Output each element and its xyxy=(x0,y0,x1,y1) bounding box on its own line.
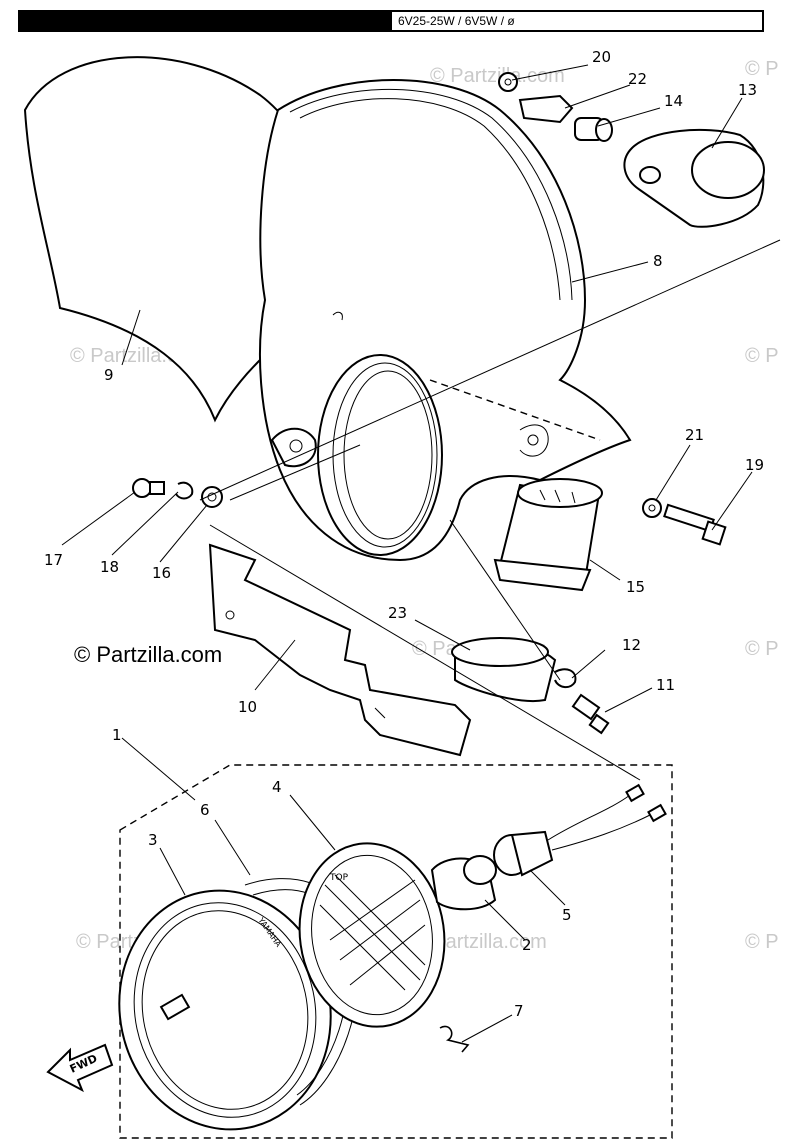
screw-part-17 xyxy=(132,478,165,498)
callout-22: 22 xyxy=(628,70,647,88)
callout-17: 17 xyxy=(44,551,63,569)
callouts: 20 22 14 13 8 9 21 19 17 18 16 15 23 12 … xyxy=(44,48,764,1020)
callout-3: 3 xyxy=(148,831,158,849)
callout-16: 16 xyxy=(152,564,171,582)
clip-part-7 xyxy=(439,1025,470,1053)
nut-part-20 xyxy=(498,72,518,92)
bracket-part-13 xyxy=(623,128,765,228)
callout-13: 13 xyxy=(738,81,757,99)
header-spec: 6V25-25W / 6V5W / ø xyxy=(398,14,515,28)
callout-20: 20 xyxy=(592,48,611,66)
watermark: © Partzilla.com xyxy=(430,65,565,87)
callout-15: 15 xyxy=(626,578,645,596)
watermark-edge: © P xyxy=(745,58,779,80)
clip-part-12 xyxy=(554,668,577,688)
callout-19: 19 xyxy=(745,456,764,474)
callout-23: 23 xyxy=(388,604,407,622)
callout-4: 4 xyxy=(272,778,282,796)
fwd-arrow-icon: FWD xyxy=(46,1043,114,1093)
bolt-part-11 xyxy=(571,693,610,735)
bracket-plate-part-10 xyxy=(208,543,472,757)
watermark-edge: © P xyxy=(745,638,779,660)
callout-5: 5 xyxy=(562,906,572,924)
nut-part-16 xyxy=(201,486,223,508)
callout-8: 8 xyxy=(653,252,663,270)
ring-part-23 xyxy=(451,637,557,702)
callout-12: 12 xyxy=(622,636,641,654)
callout-11: 11 xyxy=(656,676,675,694)
tube-part-15 xyxy=(493,478,603,592)
clamp-part-22 xyxy=(518,94,574,124)
header-title-bar xyxy=(18,10,390,32)
watermark-edge: © P xyxy=(745,345,779,367)
callout-1: 1 xyxy=(112,726,122,744)
watermark: © Partzilla.com xyxy=(412,931,547,953)
assembly-box-part-1 xyxy=(119,764,673,1139)
callout-6: 6 xyxy=(200,801,210,819)
watermark-main: © Partzilla.com xyxy=(74,642,222,667)
socket-part-5 xyxy=(493,783,667,877)
lens-top-marking: TOP xyxy=(329,873,349,883)
callout-18: 18 xyxy=(100,558,119,576)
collar-part-14 xyxy=(574,117,613,142)
leader-lines xyxy=(61,64,781,1043)
callout-10: 10 xyxy=(238,698,257,716)
header-spec-box: 6V25-25W / 6V5W / ø xyxy=(390,10,764,32)
callout-7: 7 xyxy=(514,1002,524,1020)
bolt-part-19 xyxy=(663,503,727,546)
callout-9: 9 xyxy=(104,366,114,384)
washer-part-21 xyxy=(642,498,662,518)
washer-part-18 xyxy=(175,481,194,500)
callout-2: 2 xyxy=(522,936,532,954)
bulb-part-2 xyxy=(430,855,497,911)
watermark-edge: © P xyxy=(745,931,779,953)
callout-14: 14 xyxy=(664,92,683,110)
callout-21: 21 xyxy=(685,426,704,444)
headlight-housing-part-8 xyxy=(259,79,632,562)
